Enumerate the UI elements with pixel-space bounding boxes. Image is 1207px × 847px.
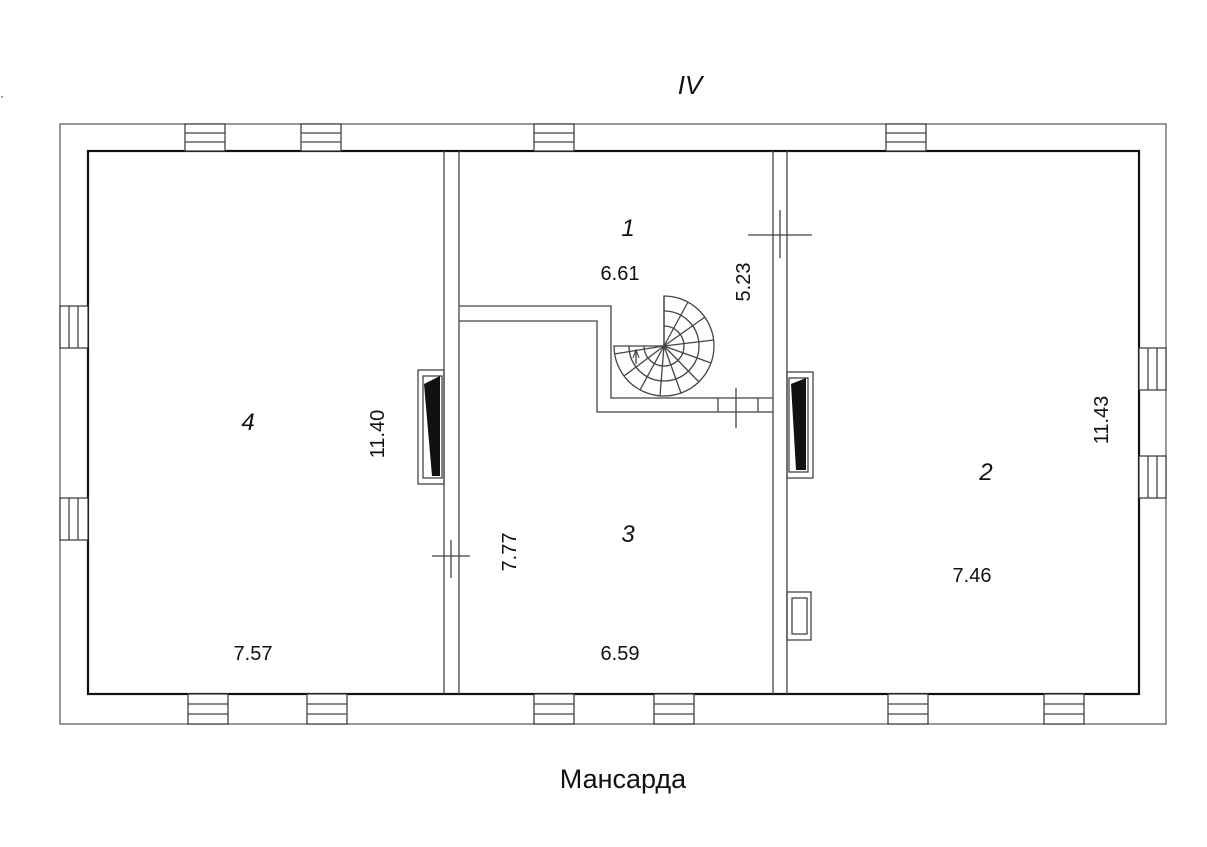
partition-middle — [459, 305, 773, 428]
room-area: 7.46 — [953, 565, 992, 587]
outer-wall-outline — [59, 123, 1167, 725]
room-area: 7.57 — [234, 643, 273, 665]
room-dimension: 11.43 — [1091, 396, 1113, 445]
inner-wall-outline — [86, 149, 1141, 696]
corner-mark: · — [0, 89, 4, 103]
windows-bottom — [187, 693, 1085, 725]
room-area: 6.61 — [601, 263, 640, 285]
room-dimension: 11.40 — [367, 410, 389, 459]
room-dimension: 7.77 — [499, 533, 521, 572]
room-area: 6.59 — [601, 643, 640, 665]
windows-left — [59, 305, 89, 541]
room-number: 1 — [621, 215, 634, 242]
room-dimension: 5.23 — [733, 263, 755, 302]
floor-mark: IV — [678, 70, 705, 100]
partition-right — [748, 151, 814, 694]
plan-caption: Мансарда — [560, 764, 687, 794]
windows-top — [184, 123, 927, 152]
partition-left — [417, 151, 470, 694]
spiral-staircase — [613, 295, 715, 397]
windows-right — [1138, 347, 1167, 499]
room-number: 3 — [621, 521, 635, 548]
room-number: 4 — [241, 409, 254, 436]
room-number: 2 — [978, 459, 992, 486]
